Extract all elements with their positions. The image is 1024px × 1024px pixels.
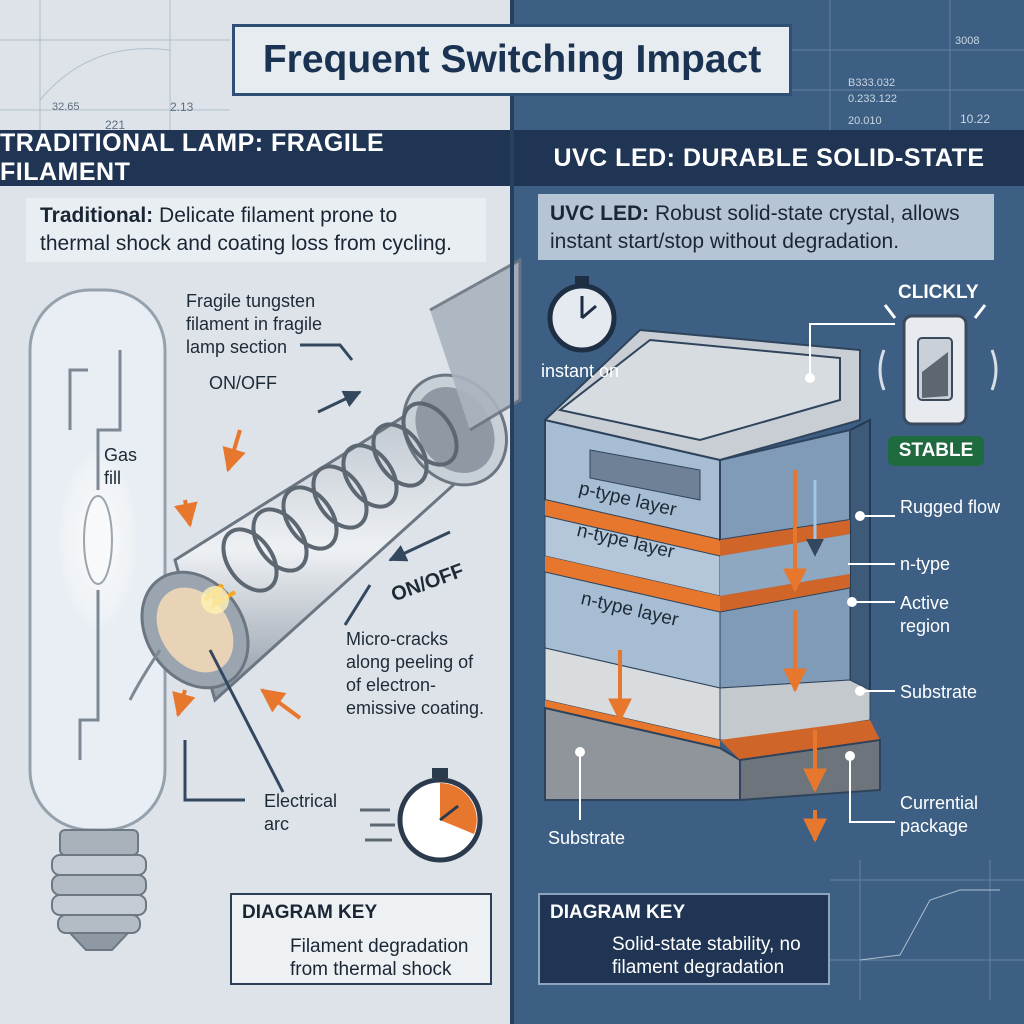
blueprint-number: 32.65 [52,101,80,113]
left-description: Traditional: Delicate filament prone to … [26,198,486,262]
blueprint-number: 20.010 [848,115,882,127]
right-heading: UVC LED: DURABLE SOLID-STATE [514,130,1024,186]
left-blueprint-grid [0,0,230,130]
page-title: Frequent Switching Impact [262,38,762,81]
stopwatch-right-icon [547,276,617,353]
right-description-bold: UVC LED: [550,202,650,225]
stopwatch-left-icon [360,768,483,863]
blueprint-number: 3008 [955,35,980,47]
active-region-label: Active region [900,593,951,636]
right-blueprint-grid [792,0,1024,1000]
electrical-arc-label: Electrical arc [264,791,338,834]
blueprint-number: B333.032 [848,77,896,89]
left-heading: TRADITIONAL LAMP: FRAGILE FILAMENT [0,129,510,186]
current-flow-arrows [608,470,827,843]
substrate-label: Substrate [900,682,978,702]
gas-fill-label: Gas fill [104,445,138,488]
clickly-label: CLICKLY [898,282,979,303]
key-title: DIAGRAM KEY [242,902,378,923]
blueprint-number: 10.22 [960,112,991,126]
right-description-text: Robust solid-state crystal, allows insta… [550,202,960,253]
right-leader-lines [575,323,895,823]
left-description-bold: Traditional: [40,204,154,227]
toggle-switch-icon [878,304,998,426]
key-title: DIAGRAM KEY [550,902,686,923]
blueprint-number: 2.13 [170,100,194,114]
currential-package-label: Currential package [900,793,979,836]
thermal-shock-arrows [172,429,302,720]
rugged-flow-label: Rugged flow [900,497,1001,517]
leader-lines [183,343,451,802]
substrate-label: Substrate [548,828,626,848]
diagram-key-left: DIAGRAM KEY Filament degradation from th… [230,893,492,985]
n-type-label: n-type [900,554,951,574]
key-text: Solid-state stability, no filament degra… [612,934,801,978]
diagram-key-right: DIAGRAM KEY Solid-state stability, no fi… [538,893,830,985]
panel-divider [510,0,514,1024]
micro-cracks-label: Micro-cracks along peeling of of electro… [346,629,485,718]
title-banner: Frequent Switching Impact [232,24,792,96]
instant-on-label: instant on [541,361,620,381]
fragile-filament-label: Fragile tungsten filament in fragile lam… [186,291,323,357]
blueprint-number: 0.233.122 [848,93,897,105]
right-description: UVC LED: Robust solid-state crystal, all… [538,194,994,260]
key-text: Filament degradation from thermal shock [290,936,469,980]
filament-tube [128,257,522,703]
on-off-label: ON/OFF [209,373,277,393]
stable-badge: STABLE [888,436,984,466]
led-chip-stack [542,328,881,802]
blueprint-number: 221 [105,118,126,132]
left-description-text: Delicate filament prone to thermal shock… [40,204,453,255]
